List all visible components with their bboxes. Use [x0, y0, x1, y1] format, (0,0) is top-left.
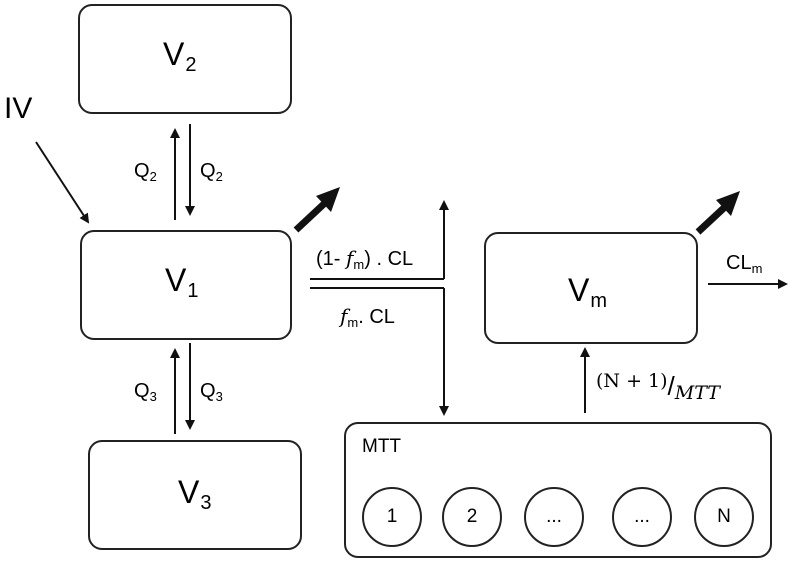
iv-infusion-arrow — [35, 141, 90, 224]
v1-label: V1 — [165, 262, 199, 302]
vm-label: Vm — [568, 272, 608, 312]
compartment-v3 — [88, 440, 302, 550]
metabolite-elimination-thick-arrowhead — [716, 191, 740, 216]
transit-node-ellipsis-1: ... — [524, 487, 584, 547]
parent-elimination-thick-arrow — [293, 199, 329, 233]
transit-node-1: 1 — [362, 487, 422, 547]
compartment-vm — [484, 232, 698, 344]
parent-elimination-thick-arrowhead — [316, 187, 340, 212]
transit-rate-label: (N + 1)/MTT — [596, 370, 720, 404]
metabolite-elimination-thick-arrow — [695, 203, 729, 235]
v2-label: V2 — [163, 36, 197, 76]
metabolite-formation-label: fm. CL — [340, 304, 395, 330]
transit-node-n: N — [694, 487, 754, 547]
q3-left-label: Q3 — [134, 380, 157, 404]
q2-left-label: Q2 — [134, 160, 157, 184]
q2-right-label: Q2 — [200, 160, 223, 184]
iv-label: IV — [4, 92, 33, 125]
transit-node-2: 2 — [442, 487, 502, 547]
parent-elimination-label: (1- fm) . CL — [316, 246, 414, 272]
transit-node-ellipsis-2: ... — [612, 487, 672, 547]
compartment-v1 — [80, 230, 292, 340]
v3-label: V3 — [178, 474, 212, 514]
transit-title: MTT — [362, 436, 402, 457]
clm-label: CLm — [726, 252, 763, 276]
q3-right-label: Q3 — [200, 380, 223, 404]
compartment-v2 — [78, 4, 292, 114]
